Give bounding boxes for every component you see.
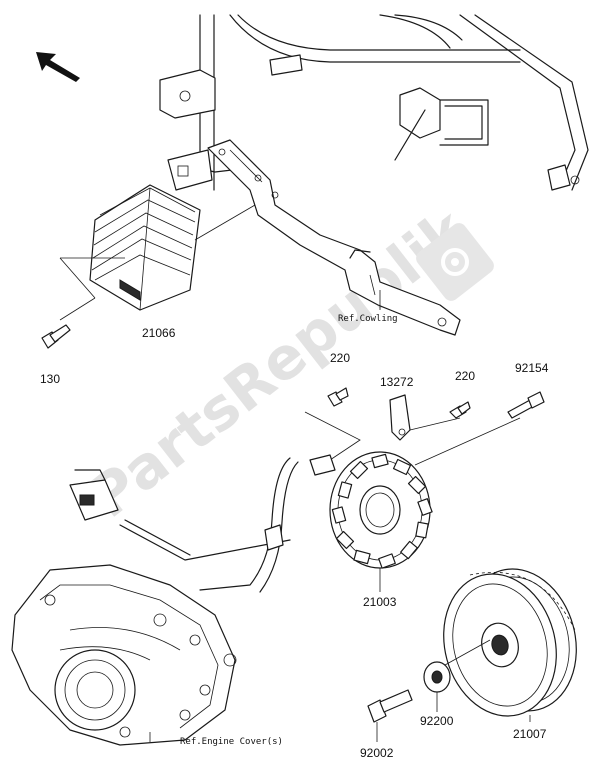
ref-engine-cover-label: Ref.Engine Cover(s) <box>180 737 283 747</box>
part-label-92154: 92154 <box>515 361 549 375</box>
stator-windings <box>331 453 433 569</box>
rotor-21007 <box>443 568 577 722</box>
bracket-13272 <box>389 394 411 441</box>
wiring-harness <box>69 454 336 593</box>
stator-21003 <box>329 451 433 592</box>
bolt-220-right <box>449 401 471 419</box>
bolt-220-left <box>327 387 349 407</box>
bolt-130 <box>41 324 71 349</box>
part-label-130: 130 <box>40 372 60 386</box>
bracket-leader <box>409 417 461 431</box>
part-label-92002: 92002 <box>360 746 394 760</box>
bolt-92002 <box>367 689 413 742</box>
part-label-21003: 21003 <box>363 595 397 609</box>
stator-leader-right <box>414 417 521 466</box>
part-labels: 21066 130 220 13272 220 92154 21003 9220… <box>40 326 549 760</box>
engine-cover <box>11 564 237 746</box>
arrow-up-left-icon <box>36 52 80 82</box>
stator-leader-left <box>304 411 361 461</box>
part-label-220-left: 220 <box>330 351 350 365</box>
part-label-21007: 21007 <box>513 727 547 741</box>
ref-cowling-label: Ref.Cowling <box>338 314 398 324</box>
cowling-bracket <box>207 139 461 336</box>
washer-92200 <box>423 639 491 712</box>
frame-assembly <box>159 14 589 191</box>
regulator-21066 <box>59 184 256 321</box>
watermark-gear-icon <box>416 223 494 301</box>
part-label-13272: 13272 <box>380 375 414 389</box>
part-label-220-right: 220 <box>455 369 475 383</box>
part-label-92200: 92200 <box>420 714 454 728</box>
bolt-92154 <box>507 391 545 419</box>
part-label-21066: 21066 <box>142 326 176 340</box>
